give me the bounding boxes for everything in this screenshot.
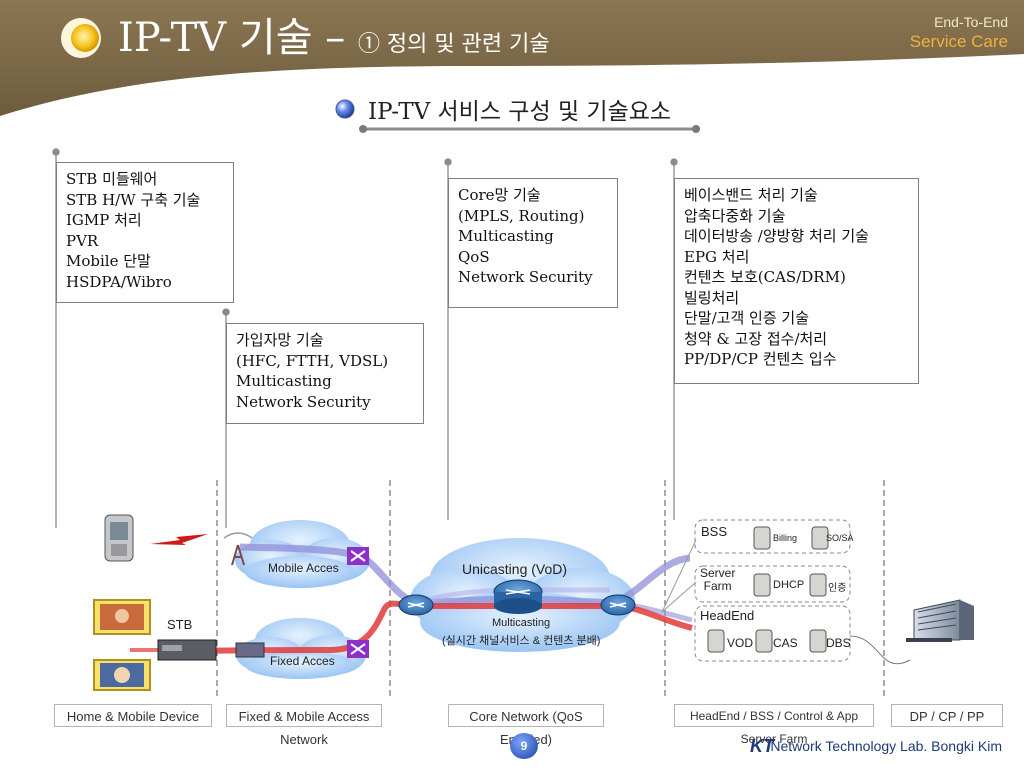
dslam-icon (235, 642, 265, 658)
slide-title: IP-TV 기술 – ① 정의 및 관련 기술 (118, 8, 550, 75)
bss-group (694, 519, 851, 554)
unicast-flow (239, 543, 691, 607)
tv-icon (93, 599, 151, 635)
core-router (493, 579, 543, 614)
stb-device-icon (157, 639, 217, 661)
title-main: IP-TV 기술 – (118, 15, 346, 61)
billing-label: Billing (773, 533, 798, 543)
mobile-access-label: Mobile Acces (268, 561, 339, 575)
brand-line1: End-To-End (934, 14, 1008, 30)
edge-router-right (600, 594, 636, 616)
auth-label: 인증 (828, 583, 847, 594)
bss-label: BSS (701, 524, 728, 539)
fixed-access-label: Fixed Acces (270, 654, 335, 668)
unicasting-label: Unicasting (VoD) (462, 561, 568, 577)
cas-label: CAS (773, 636, 798, 650)
kt-logo: KT (750, 736, 774, 756)
antenna-icon (223, 532, 253, 566)
mobile-switch-icon (347, 547, 369, 565)
server-farm-label: Server Farm (700, 566, 736, 593)
zone-dp-cp-pp: DP / CP / PP (891, 704, 1003, 727)
wireless-link-icon (150, 534, 208, 545)
mobile-phone-icon (104, 514, 134, 562)
multicasting-sub-label: (실시간 채널서비스 & 컨텐츠 분배) (442, 635, 601, 647)
server-icons (707, 526, 829, 653)
tv-icon-2 (93, 659, 151, 691)
footer-credit: Network Technology Lab. Bongki Kim (770, 738, 1002, 754)
subheading-decor (335, 99, 700, 133)
brand-line2: Service Care (909, 32, 1008, 51)
so-sa-label: SO/SA (826, 533, 854, 543)
bullet-icon (335, 99, 355, 119)
page-number-badge: 9 (510, 733, 538, 759)
stb-tech-box: STB 미들웨어 STB H/W 구축 기술 IGMP 처리 PVR Mobil… (56, 162, 234, 303)
zone-home-mobile: Home & Mobile Device (54, 704, 212, 727)
headend-tech-box: 베이스밴드 처리 기술 압축다중화 기술 데이터방송 /양방향 처리 기술 EP… (674, 178, 919, 384)
zone-access-network: Fixed & Mobile Access Network (226, 704, 382, 747)
access-tech-box: 가입자망 기술 (HFC, FTTH, VDSL) Multicasting N… (226, 323, 424, 424)
dhcp-label: DHCP (773, 579, 805, 591)
content-provider-building-icon (906, 599, 974, 642)
core-tech-box: Core망 기술 (MPLS, Routing) Multicasting Qo… (448, 178, 618, 308)
title-sub: ① 정의 및 관련 기술 (357, 32, 550, 57)
headend-label: HeadEnd (700, 608, 755, 623)
multicasting-label: Multicasting (492, 617, 551, 629)
stb-label: STB (167, 617, 193, 632)
vod-label: VOD (727, 636, 754, 650)
fixed-switch-icon (347, 640, 369, 658)
edge-router-left (398, 594, 434, 616)
section-subheading: IP-TV 서비스 구성 및 기술요소 (368, 99, 672, 125)
zone-core-network: Core Network (QoS Enabled) (448, 704, 604, 747)
dbs-label: DBS (826, 636, 851, 650)
header-band (0, 0, 1024, 116)
zone-headend: HeadEnd / BSS / Control & App Server Far… (674, 704, 874, 746)
